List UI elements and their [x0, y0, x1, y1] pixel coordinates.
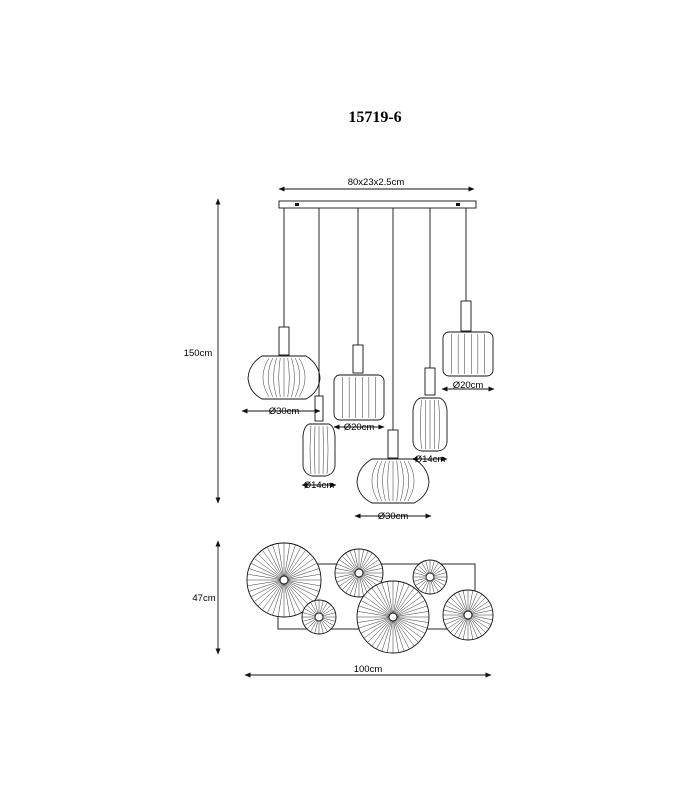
depth-dimension-label: 47cm	[192, 593, 215, 604]
width-dimension: 100cm	[244, 664, 492, 678]
shade-top-view-5	[356, 580, 430, 654]
shade-top-view-4	[301, 599, 337, 635]
pendant-small-left: Ø14cm	[301, 208, 337, 491]
height-dimension: 150cm	[184, 198, 221, 504]
shade-label-large-center: Ø30cm	[378, 511, 409, 522]
canopy-dimension: 80x23x2.5cm	[278, 177, 475, 192]
shade-label-mid-left: Ø20cm	[344, 422, 375, 433]
shade-label-large-left: Ø30cm	[269, 406, 300, 417]
shade-top-view-3	[412, 559, 448, 595]
product-code: 15719-6	[348, 109, 401, 126]
shade-label-mid-right: Ø20cm	[453, 380, 484, 391]
depth-dimension: 47cm	[192, 540, 221, 655]
pendant-mid-right: Ø20cm	[441, 208, 495, 392]
shade-top-view-6	[442, 589, 494, 641]
canopy-dimension-label: 80x23x2.5cm	[348, 177, 405, 188]
shade-label-small-left: Ø14cm	[304, 480, 335, 491]
height-dimension-label: 150cm	[184, 348, 213, 359]
pendant-large-center: Ø30cm	[354, 208, 432, 522]
shade-top-view-2	[334, 548, 384, 598]
pendant-mid-left: Ø20cm	[333, 208, 385, 433]
pendant-small-right: Ø14cm	[411, 208, 448, 465]
shade-label-small-right: Ø14cm	[415, 454, 446, 465]
top-view	[246, 542, 494, 654]
shade-top-view-1	[246, 542, 322, 618]
canopy-plate	[278, 200, 477, 209]
width-dimension-label: 100cm	[354, 664, 383, 675]
pendant-large-left: Ø30cm	[241, 208, 321, 417]
